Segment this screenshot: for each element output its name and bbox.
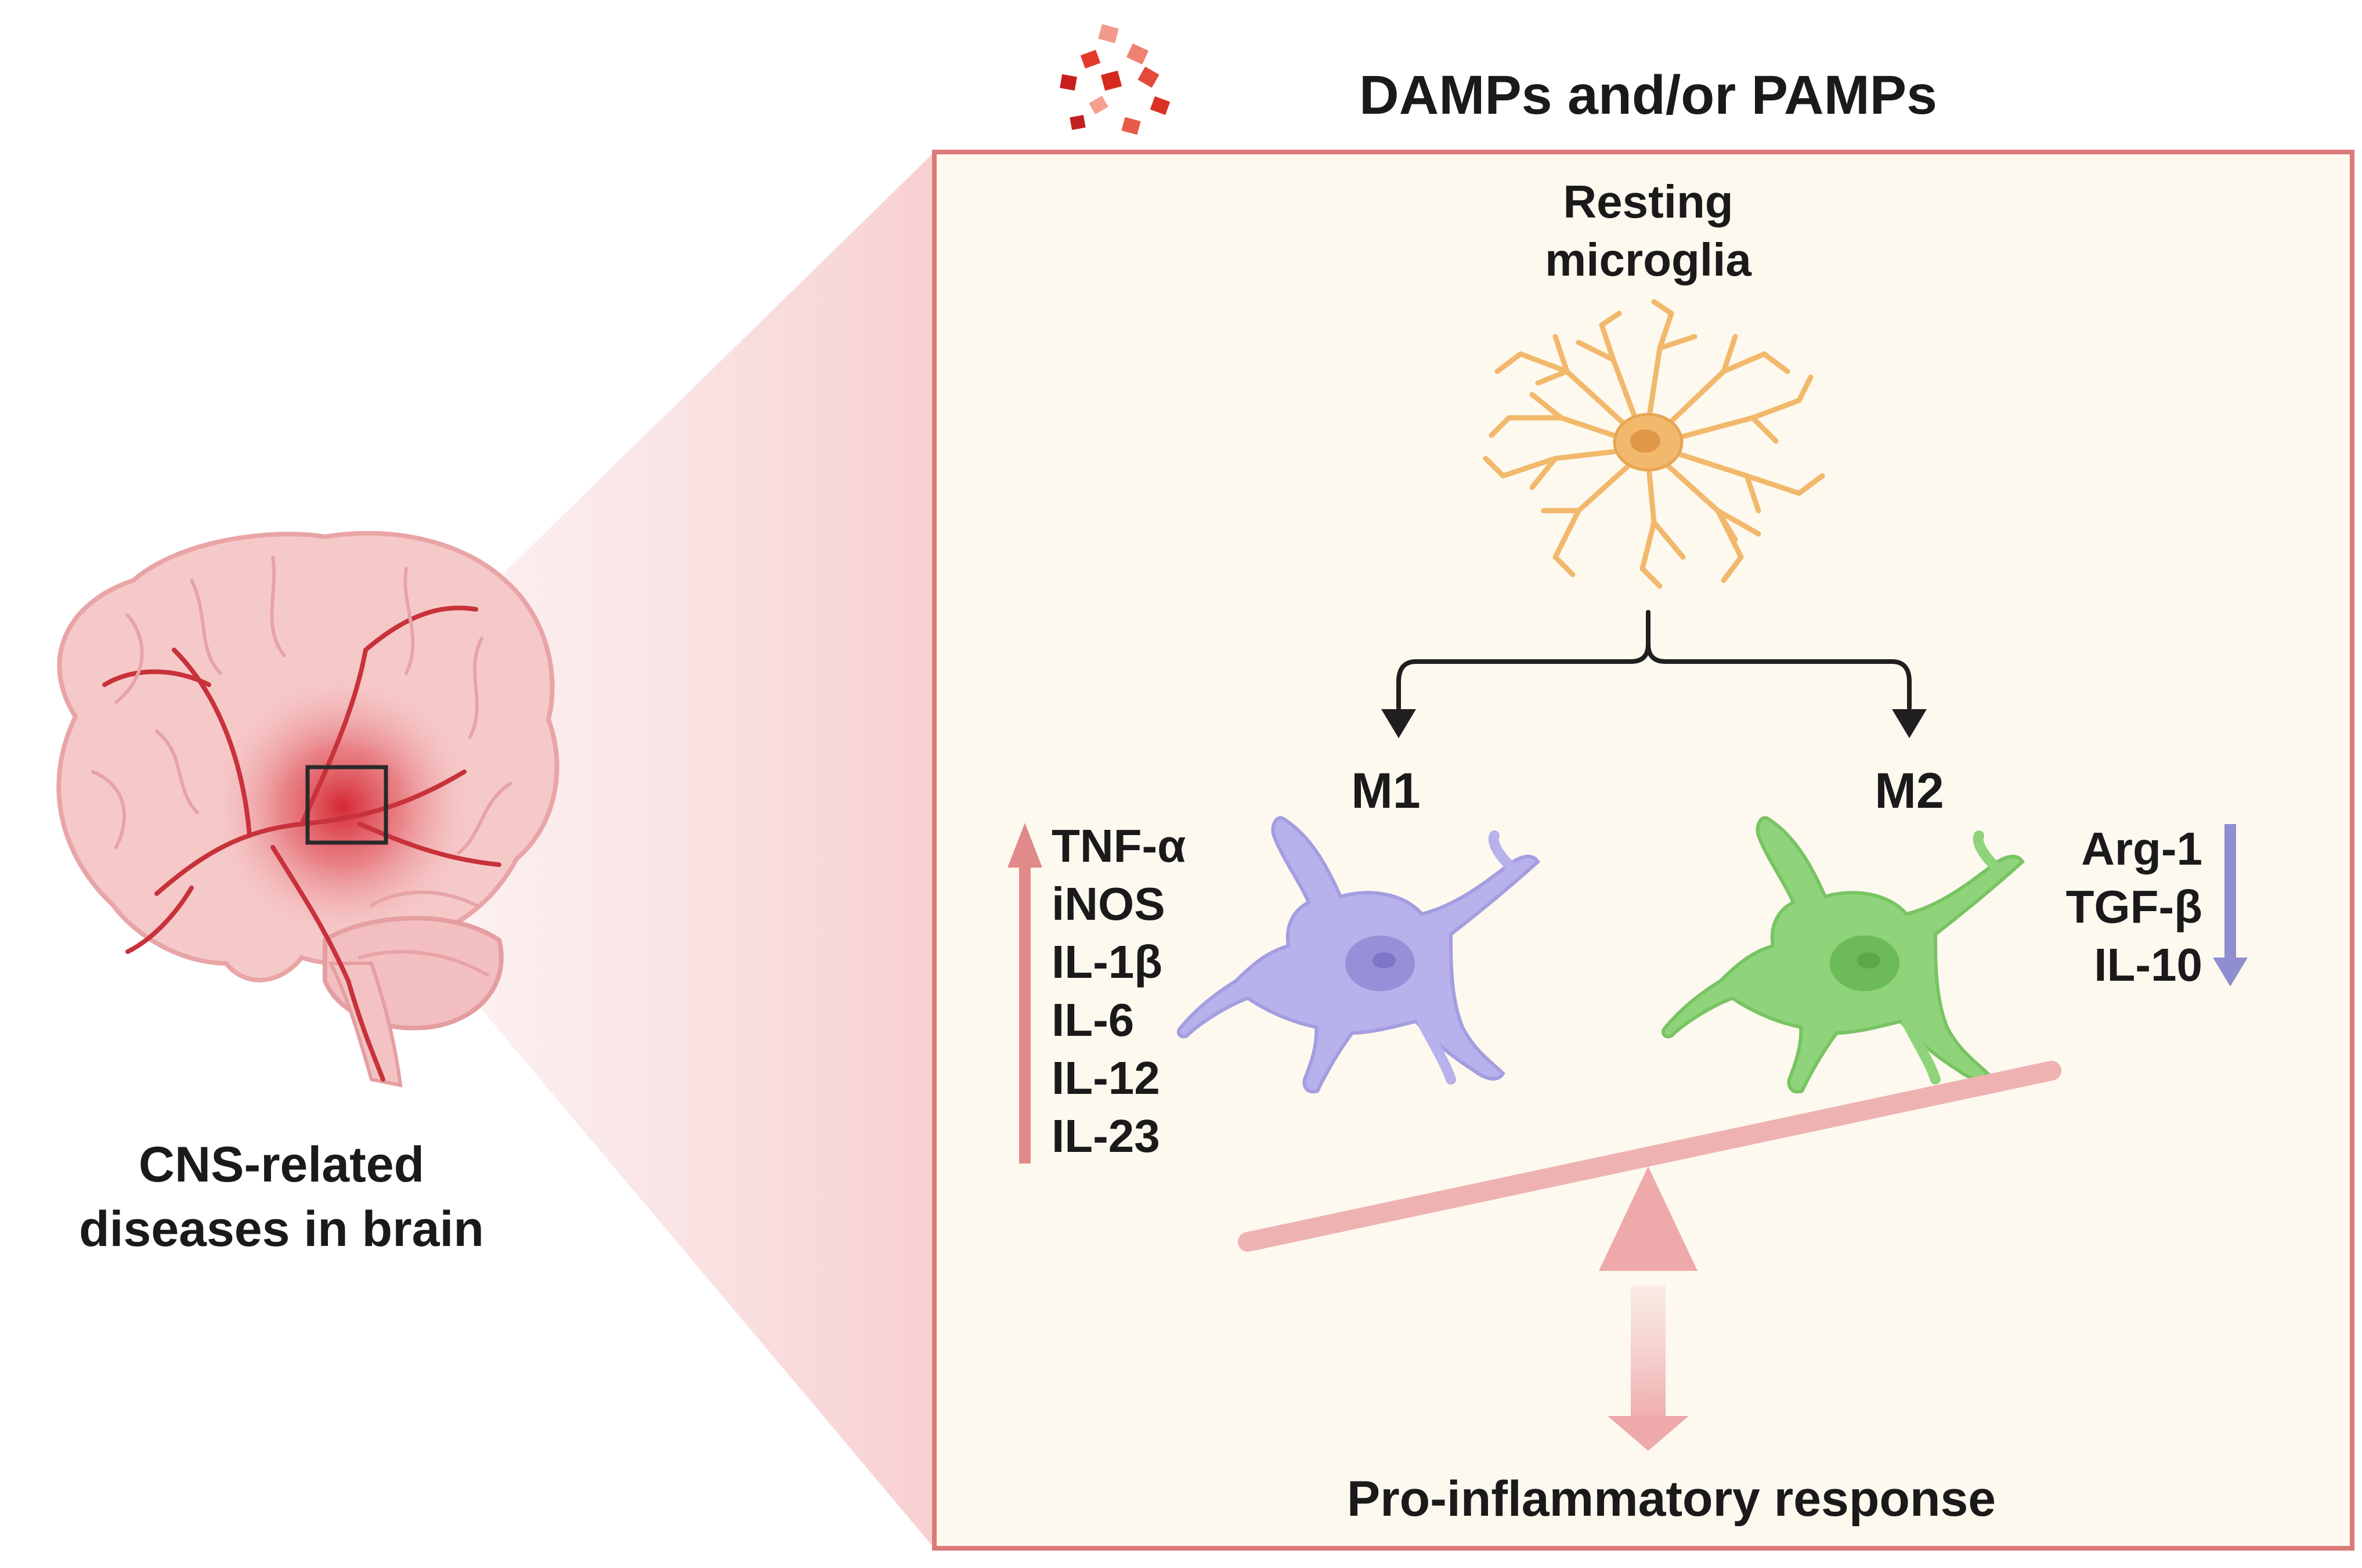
m2-marker: Arg-1 [2081,823,2202,875]
m1-marker: IL-1β [1052,936,1162,988]
resting-microglia-label-line1: Resting [1563,176,1733,227]
gyri [91,555,512,977]
zoom-cone [360,152,934,1548]
m2-marker-list: Arg-1 TGF-β IL-10 [2066,823,2202,991]
m2-downregulation-arrow [2213,824,2248,987]
m2-marker: IL-10 [2094,939,2202,991]
m1-label: M1 [1351,763,1420,819]
resting-microglia-nucleus [1630,429,1660,453]
zoom-box [305,765,388,845]
arrowhead-to-m2 [1892,709,1927,738]
seesaw-fulcrum [1599,1166,1698,1271]
m1-marker: iNOS [1052,878,1165,930]
blood-vessels [102,605,501,1082]
m1-marker: IL-23 [1052,1110,1160,1162]
m1-marker-list: TNF-α iNOS IL-1β IL-6 IL-12 IL-23 [1052,820,1186,1162]
damps-title: DAMPs and/or PAMPs [1359,64,1937,126]
m2-label: M2 [1875,763,1944,819]
arrowhead-to-m1 [1381,709,1416,738]
m1-microglia-cell [1176,816,1540,1094]
seesaw-beam [1238,1061,2061,1252]
damps-particles-icon [1060,24,1171,135]
m1-upregulation-arrow [1007,823,1042,1164]
m1-marker: IL-6 [1052,994,1134,1046]
brainstem [328,962,403,1088]
lesion-glow [209,673,476,940]
response-arrow [1608,1285,1689,1451]
m1-marker: IL-12 [1052,1052,1160,1104]
pro-inflammatory-response-label: Pro-inflammatory response [1347,1471,1996,1527]
m1-marker: TNF-α [1052,820,1186,872]
brain-caption-line2: diseases in brain [79,1201,484,1257]
brain-illustration [56,530,559,1088]
brain-caption-line1: CNS-related [139,1137,424,1193]
m2-marker: TGF-β [2066,881,2202,933]
m2-microglia-cell [1661,816,2025,1094]
branching-arrow [1396,610,1912,710]
resting-microglia-label-line2: microglia [1545,234,1751,286]
resting-microglia-cell [1483,299,1825,589]
